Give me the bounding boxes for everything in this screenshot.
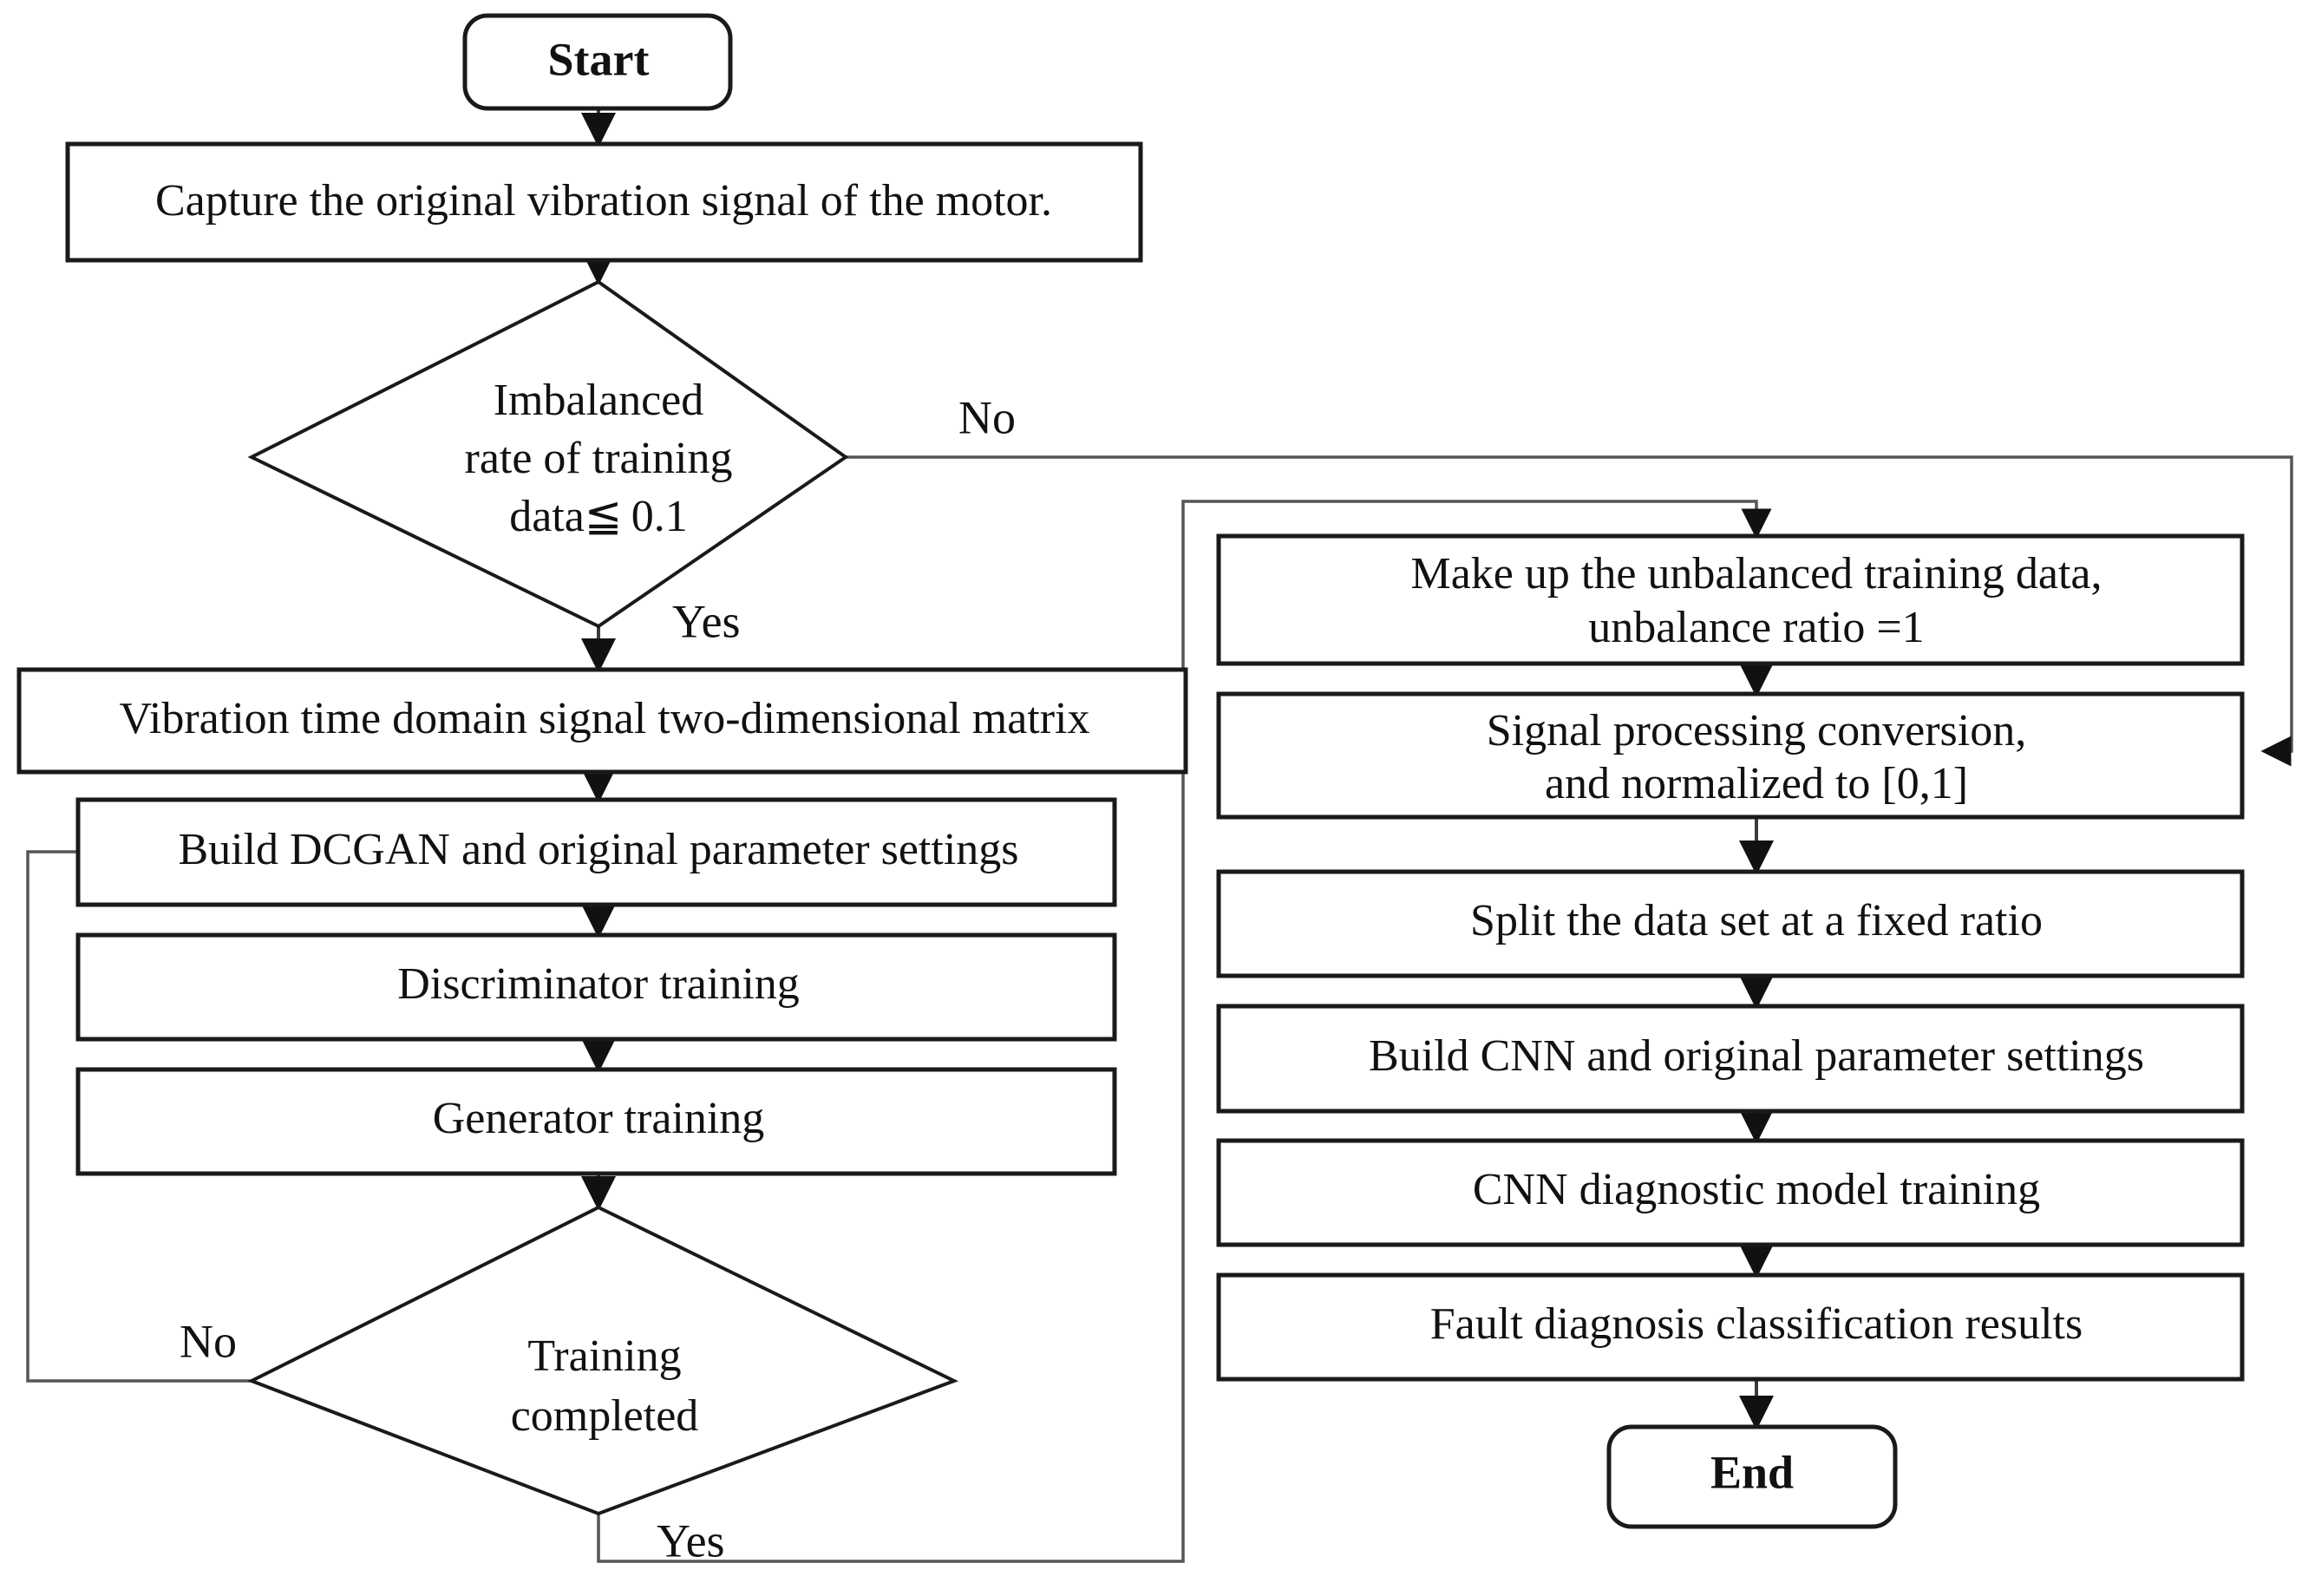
start-shape <box>462 13 733 111</box>
node-signal-processing[interactable]: Signal processing conversion, and normal… <box>1216 691 2245 820</box>
edge-label-imbalance-no: No <box>958 391 1016 443</box>
generator-label: Generator training <box>433 1094 765 1143</box>
split-data-label: Split the data set at a fixed ratio <box>1470 896 2043 945</box>
make-up-shape <box>1216 533 2245 666</box>
node-end[interactable]: End <box>1606 1424 1898 1529</box>
signal-processing-line1: Signal processing conversion, <box>1487 706 2026 755</box>
split-data-shape <box>1216 869 2245 978</box>
build-cnn-shape <box>1216 1004 2245 1114</box>
signal-processing-line2: and normalized to [0,1] <box>1545 759 1968 808</box>
end-shape <box>1606 1424 1898 1529</box>
node-discriminator-training[interactable]: Discriminator training <box>75 932 1117 1042</box>
edge-imbalance-no <box>846 455 2293 767</box>
node-cnn-training[interactable]: CNN diagnostic model training <box>1216 1138 2245 1247</box>
edge-label-imbalance-yes: Yes <box>672 595 741 647</box>
build-cnn-label: Build CNN and original parameter setting… <box>1369 1031 2144 1081</box>
node-split-data[interactable]: Split the data set at a fixed ratio <box>1216 869 2245 978</box>
fault-results-label: Fault diagnosis classification results <box>1430 1299 2083 1349</box>
node-build-cnn[interactable]: Build CNN and original parameter setting… <box>1216 1004 2245 1114</box>
node-imbalance-decision[interactable]: Imbalanced rate of training data≦ 0.1 <box>247 279 849 629</box>
generator-shape <box>75 1067 1117 1176</box>
node-build-dcgan[interactable]: Build DCGAN and original parameter setti… <box>75 797 1117 907</box>
cnn-training-label: CNN diagnostic model training <box>1473 1165 2040 1214</box>
edge-label-training-yes: Yes <box>657 1514 725 1567</box>
training-line1: Training <box>527 1331 681 1381</box>
node-training-completed-decision[interactable]: Training completed <box>247 1205 959 1516</box>
discriminator-shape <box>75 932 1117 1042</box>
vibration-matrix-shape <box>16 667 1188 775</box>
signal-processing-shape <box>1216 691 2245 820</box>
node-make-up-data[interactable]: Make up the unbalanced training data, un… <box>1216 533 2245 666</box>
node-vibration-matrix[interactable]: Vibration time domain signal two-dimensi… <box>16 667 1188 775</box>
build-dcgan-shape <box>75 797 1117 907</box>
node-start[interactable]: Start <box>462 13 733 111</box>
training-diamond-shape <box>247 1205 959 1516</box>
edge-training-yes <box>597 500 1772 1563</box>
imbalance-line1: Imbalanced <box>494 376 704 425</box>
make-up-line2: unbalance ratio =1 <box>1588 603 1924 652</box>
imbalance-diamond-shape <box>247 279 849 629</box>
end-label: End <box>1710 1446 1794 1498</box>
node-fault-results[interactable]: Fault diagnosis classification results <box>1216 1272 2245 1382</box>
capture-shape <box>65 141 1143 263</box>
imbalance-line3: data≦ 0.1 <box>509 492 688 541</box>
edge-label-training-no: No <box>180 1315 237 1367</box>
make-up-line1: Make up the unbalanced training data, <box>1410 549 2102 598</box>
node-generator-training[interactable]: Generator training <box>75 1067 1117 1176</box>
edge-training-no <box>26 836 252 1383</box>
fault-results-shape <box>1216 1272 2245 1382</box>
training-line2: completed <box>511 1391 699 1441</box>
vibration-matrix-label: Vibration time domain signal two-dimensi… <box>119 694 1089 743</box>
discriminator-label: Discriminator training <box>397 959 800 1009</box>
build-dcgan-label: Build DCGAN and original parameter setti… <box>178 825 1018 874</box>
start-label: Start <box>548 33 650 85</box>
capture-label: Capture the original vibration signal of… <box>155 176 1052 226</box>
imbalance-line2: rate of training <box>465 434 733 483</box>
node-capture[interactable]: Capture the original vibration signal of… <box>65 141 1143 263</box>
cnn-training-shape <box>1216 1138 2245 1247</box>
